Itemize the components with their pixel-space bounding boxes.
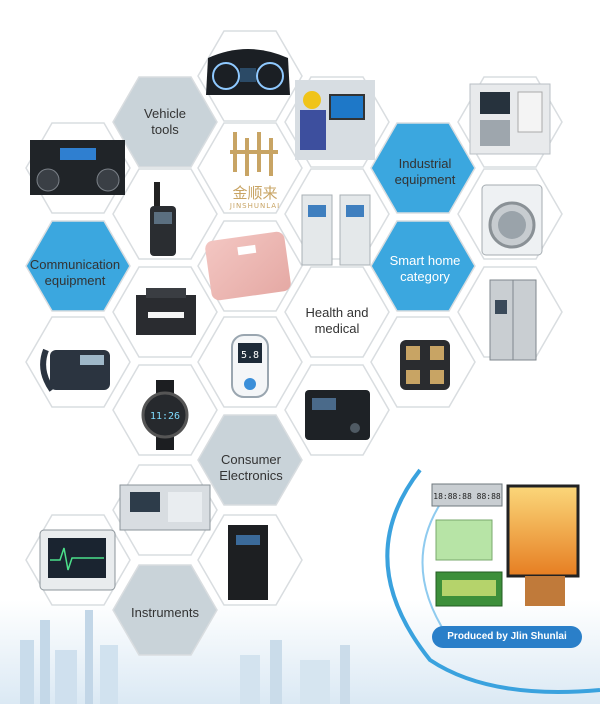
car-dashboard-icon [206,49,290,95]
decorative-arc-inner [421,489,451,641]
hexagon-tile [370,122,476,214]
washing-machine-icon [481,184,543,256]
hexagon-tile [197,414,303,506]
digital-watch-icon [141,380,189,450]
telephone-icon [40,348,110,392]
cnc-machine-icon [469,83,551,155]
power-station-icon [305,390,370,440]
worker-control-panel-icon [295,80,375,160]
patient-monitor-icon [39,529,116,591]
car-ac-panel-icon [30,140,125,195]
produced-by-badge: Produced by Jlin Shunlai [432,626,582,648]
satellite-phone-icon [150,182,176,256]
lab-instrument-icon [119,484,211,531]
decorative-arc [385,468,600,694]
brand-logo: 金顺来 JINSHUNLAI [220,128,290,218]
control-cabinet-icon [301,194,371,266]
lcd-modules-icon [431,483,580,607]
hexagon-tile [284,266,390,358]
hexagon-tile [112,564,218,656]
hexagon-tile [25,220,131,312]
refrigerator-icon [489,279,537,361]
hexagon-tile [197,122,303,214]
printer-icon [136,288,196,335]
smart-scale-icon [400,340,450,390]
glucose-meter-reading: 5.8 [241,350,259,361]
logo-pinyin: JINSHUNLAI [229,202,281,210]
hexagon-tile [112,76,218,168]
glucose-meter-icon [231,334,269,398]
hexagon-tile [370,220,476,312]
logo-chinese: 金顺来 [232,184,278,202]
brand-logo-mark [230,132,278,176]
ups-icon [228,525,268,600]
hexagon-tile [284,168,390,260]
lcd-segment-text: 18:88:88 88:88 [433,492,501,501]
watch-time: 11:26 [150,411,180,422]
city-skyline-background [0,600,600,704]
bathroom-scale-icon [205,231,291,301]
